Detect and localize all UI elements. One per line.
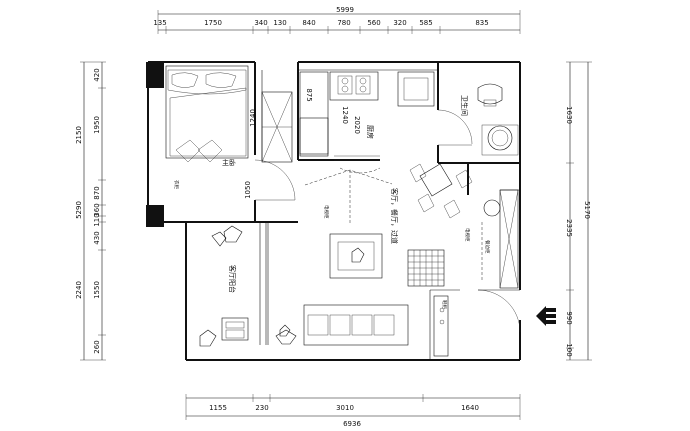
coffee-table bbox=[329, 233, 383, 279]
balcony-plant-2 bbox=[199, 329, 217, 347]
top-dim-5: 780 bbox=[337, 19, 350, 27]
bed-headboard bbox=[167, 69, 247, 95]
tile-grid bbox=[407, 249, 445, 287]
right-total-dim: 5170 bbox=[583, 201, 591, 219]
kitchen-counter-left bbox=[299, 71, 329, 157]
inner-dim-1240: 1240 bbox=[249, 109, 257, 127]
plant-icon bbox=[279, 324, 291, 337]
dining-chair-2 bbox=[417, 193, 435, 213]
fridge bbox=[299, 117, 329, 155]
left-dim-3: 870 bbox=[93, 186, 101, 199]
top-dim-4: 840 bbox=[302, 19, 315, 27]
top-dim-8: 585 bbox=[419, 19, 432, 27]
balcony-plant-1 bbox=[223, 225, 243, 243]
room-label-corridor: 客厅，餐厅，过道 bbox=[390, 188, 399, 244]
top-dim-6: 560 bbox=[367, 19, 380, 27]
note-tv-cabinet: 电视柜 bbox=[464, 228, 471, 242]
top-total-dim: 5999 bbox=[336, 6, 354, 14]
entrance-arrow-icon bbox=[536, 306, 556, 326]
master-bedroom: 主卧 衣柜 1240 1050 bbox=[165, 65, 296, 201]
left-total-dim: 5290 bbox=[75, 201, 83, 219]
bed bbox=[165, 65, 249, 159]
left-dim-8: 1550 bbox=[93, 281, 101, 299]
right-dim-0: 1630 bbox=[565, 106, 573, 124]
bottom-dimensions: 1155 230 3010 1640 6936 bbox=[185, 394, 521, 428]
bottom-total-dim: 6936 bbox=[343, 420, 361, 428]
left-dim-4: 360 bbox=[93, 203, 101, 216]
column-top-left bbox=[146, 62, 164, 88]
right-dim-2: 990 bbox=[565, 311, 573, 324]
bathroom-door-swing bbox=[437, 109, 473, 145]
bottom-dim-2: 3010 bbox=[336, 404, 354, 412]
inner-dim-875: 875 bbox=[305, 88, 313, 101]
room-label-bathroom: 卫生间 bbox=[460, 95, 469, 116]
cushion-1 bbox=[175, 139, 201, 163]
ceiling-note: 电视柜 bbox=[323, 205, 330, 219]
stove bbox=[337, 75, 353, 95]
top-dim-3: 130 bbox=[273, 19, 286, 27]
outer-walls bbox=[147, 61, 521, 361]
left-dim-5: 110 bbox=[93, 213, 101, 226]
left-dim-1: 1950 bbox=[93, 116, 101, 134]
left-dimensions: 5290 420 1950 2150 870 360 110 430 2240 … bbox=[75, 61, 106, 361]
dining-chair-3 bbox=[443, 199, 461, 219]
inner-walls bbox=[164, 62, 520, 360]
top-dim-9: 835 bbox=[475, 19, 488, 27]
right-dim-3: 100 bbox=[565, 343, 573, 356]
kitchen-counter-top bbox=[329, 71, 379, 101]
dining-table bbox=[419, 163, 453, 197]
top-dim-7: 320 bbox=[393, 19, 406, 27]
bathroom: 卫生间 bbox=[437, 83, 519, 156]
inner-dim-2020: 2020 bbox=[353, 116, 361, 134]
sink bbox=[397, 71, 435, 107]
bottom-dim-3: 1640 bbox=[461, 404, 479, 412]
shoe-cabinet bbox=[433, 295, 449, 357]
living-room: 电视柜 客厅，餐厅，过道 bbox=[275, 167, 556, 357]
room-label-balcony: 客厅阳台 bbox=[228, 265, 237, 293]
left-dim-0: 420 bbox=[93, 68, 101, 81]
dining-area: 电视柜 餐边柜 鞋柜 bbox=[409, 163, 519, 309]
left-dim-2: 2150 bbox=[75, 126, 83, 144]
bottom-dim-0: 1155 bbox=[209, 404, 227, 412]
top-dim-2: 340 bbox=[254, 19, 267, 27]
top-dimensions: 5999 135 1750 340 130 840 780 560 320 58… bbox=[153, 6, 521, 34]
inner-dim-1050: 1050 bbox=[244, 181, 252, 199]
room-label-master-bedroom: 主卧 bbox=[222, 158, 236, 167]
bed-cover bbox=[169, 87, 247, 157]
note-shoe-cabinet: 鞋柜 bbox=[441, 300, 448, 309]
cushion-2 bbox=[197, 139, 223, 163]
dining-chair-1 bbox=[409, 163, 427, 183]
top-dim-0: 135 bbox=[153, 19, 166, 27]
note-side-cabinet: 餐边柜 bbox=[484, 240, 491, 254]
left-dim-7: 2240 bbox=[75, 281, 83, 299]
washing-machine bbox=[221, 317, 249, 341]
pillow-2 bbox=[205, 72, 237, 88]
toilet bbox=[477, 83, 503, 105]
left-dim-6: 430 bbox=[93, 231, 101, 244]
top-dim-1: 1750 bbox=[204, 19, 222, 27]
round-stool bbox=[483, 199, 501, 217]
room-label-kitchen: 厨房 bbox=[366, 125, 375, 139]
right-dimensions: 1630 2335 5170 990 100 bbox=[565, 61, 592, 361]
sofa bbox=[303, 304, 409, 346]
inner-dim-1240b: 1240 bbox=[341, 106, 349, 124]
tall-cabinet bbox=[499, 189, 519, 289]
balcony: 客厅阳台 bbox=[199, 225, 249, 347]
kitchen: 875 1240 2020 厨房 bbox=[299, 71, 435, 161]
right-dim-1: 2335 bbox=[565, 219, 573, 237]
washbasin bbox=[487, 125, 513, 151]
entry-door-swing bbox=[477, 289, 521, 333]
pillow-1 bbox=[171, 72, 199, 88]
dining-chair-4 bbox=[455, 169, 473, 189]
bottom-dim-1: 230 bbox=[255, 404, 268, 412]
wardrobe-note: 衣柜 bbox=[173, 180, 180, 189]
flower-ornament bbox=[351, 247, 365, 263]
bedroom-door-swing bbox=[254, 159, 296, 201]
left-dim-9: 260 bbox=[93, 340, 101, 353]
column-mid-left bbox=[146, 205, 164, 227]
